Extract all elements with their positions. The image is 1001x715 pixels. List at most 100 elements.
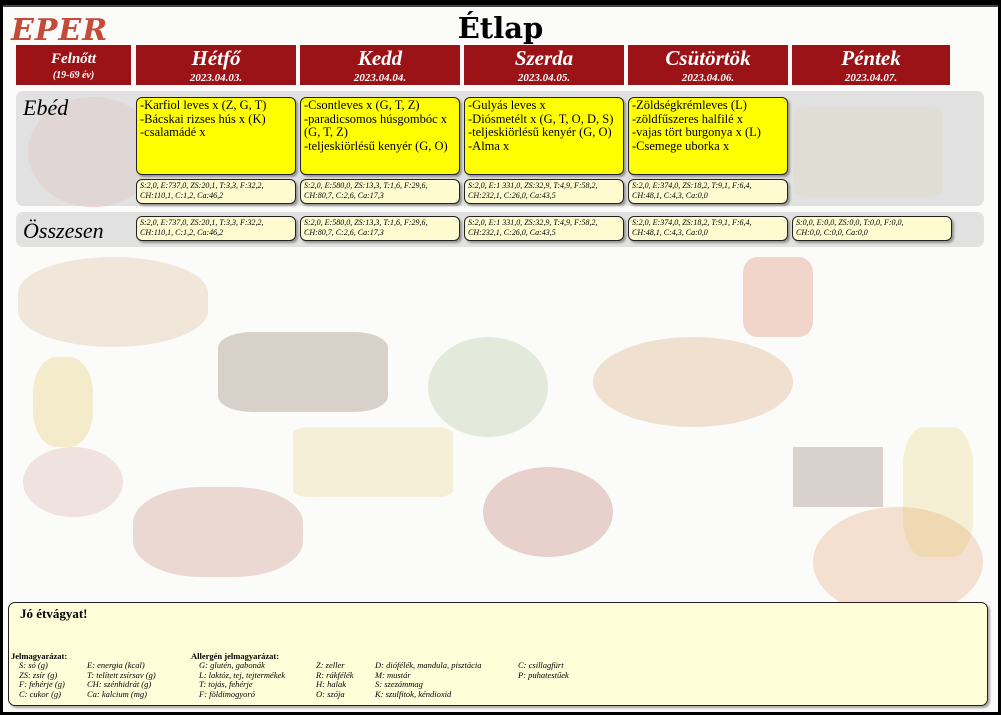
allergen-column-2: Z: zeller R: rákfélék H: halak O: szója xyxy=(316,660,354,699)
rye-bread-image xyxy=(218,332,388,412)
menu-item: -vajas tört burgonya x (L) xyxy=(632,125,761,140)
legend-item: T: telített zsírsav (g) xyxy=(87,669,156,680)
legend-title: Jelmagyarázat: xyxy=(11,651,68,661)
nutrition-line: CH:80,7, C:2,6, Ca:17,3 xyxy=(304,228,384,237)
legend-item: CH: szénhidrát (g) xyxy=(87,679,152,689)
nutrition-line: S:2,0, E:737,0, ZS:20,1, T:3,3, F:32,2, xyxy=(140,218,264,227)
legend-item: E: energia (kcal) xyxy=(87,660,145,670)
nutrition-line: S:2,0, E:1 331,0, ZS:32,9, T:4,9, F:58,2… xyxy=(468,181,598,190)
bottle-image xyxy=(903,427,973,557)
day-name: Szerda xyxy=(514,46,574,70)
nutrition-line: CH:48,1, C:4,3, Ca:0,0 xyxy=(632,191,708,200)
nutrition-line: S:2,0, E:374,0, ZS:18,2, T:9,1, F:6,4, xyxy=(632,181,752,190)
day-date: 2023.04.05. xyxy=(517,72,571,84)
nutrition-line: S:2,0, E:737,0, ZS:20,1, T:3,3, F:32,2, xyxy=(140,181,264,190)
legend-item: S: só (g) xyxy=(19,660,48,670)
total-label: Összesen xyxy=(23,218,104,243)
legend-item: ZS: zsír (g) xyxy=(19,669,58,680)
allergen-item: L: laktóz, tej, tejtermékek xyxy=(199,669,286,680)
nutrition-line: S:2,0, E:580,0, ZS:13,3, T:1,6, F:29,6, xyxy=(304,181,428,190)
allergen-item: D: diófélék, mandula, pisztácia xyxy=(375,660,482,670)
allergen-item: Z: zeller xyxy=(316,660,345,670)
lunch-nutrition-thursday: S:2,0, E:374,0, ZS:18,2, T:9,1, F:6,4, C… xyxy=(628,179,788,204)
day-name: Csütörtök xyxy=(665,46,751,70)
nutrition-line: CH:110,1, C:1,2, Ca:46,2 xyxy=(140,228,224,237)
age-group-label: Felnőtt xyxy=(50,51,96,67)
day-name: Péntek xyxy=(841,46,901,70)
day-name: Kedd xyxy=(357,46,403,70)
allergen-item: T: tojás, fehérje xyxy=(199,679,253,689)
lunch-nutrition-wednesday: S:2,0, E:1 331,0, ZS:32,9, T:4,9, F:58,2… xyxy=(464,179,624,204)
nutrition-line: CH:110,1, C:1,2, Ca:46,2 xyxy=(140,191,224,200)
allergen-item: K: szulfitok, kéndioxid xyxy=(375,688,452,699)
day-header-thursday: Csütörtök 2023.04.06. xyxy=(628,45,788,85)
total-nutrition-wednesday: S:2,0, E:1 331,0, ZS:32,9, T:4,9, F:58,2… xyxy=(464,216,624,241)
day-header-tuesday: Kedd 2023.04.04. xyxy=(300,45,460,85)
sausage-image xyxy=(483,467,613,557)
meat-image xyxy=(133,487,303,577)
day-date: 2023.04.06. xyxy=(681,72,735,84)
menu-item: -Csemege uborka x xyxy=(632,138,730,153)
lunch-nutrition-monday: S:2,0, E:737,0, ZS:20,1, T:3,3, F:32,2, … xyxy=(136,179,296,204)
menu-item: -Diósmetélt x (G, T, O, D, S) xyxy=(468,111,614,126)
nutrition-line: S:0,0, E:0,0, ZS:0,0, T:0,0, F:0,0, xyxy=(796,218,904,227)
lunch-nutrition-tuesday: S:2,0, E:580,0, ZS:13,3, T:1,6, F:29,6, … xyxy=(300,179,460,204)
menu-item: (G, T, Z) xyxy=(304,125,348,140)
chocolate-image xyxy=(793,447,883,507)
allergen-item: F: földimogyoró xyxy=(199,688,255,699)
pizza-image xyxy=(813,507,983,617)
lunch-label: Ebéd xyxy=(23,95,69,120)
nutrition-line: S:2,0, E:1 331,0, ZS:32,9, T:4,9, F:58,2… xyxy=(468,218,598,227)
day-header-monday: Hétfő 2023.04.03. xyxy=(136,45,296,85)
allergen-item: P: puhatestűek xyxy=(518,669,569,680)
allergen-legend-title: Allergén jelmagyarázat: xyxy=(191,651,280,661)
day-date: 2023.04.04. xyxy=(353,72,407,84)
greeting: Jó étvágyat! xyxy=(20,606,88,621)
lunch-menu-wednesday: -Gulyás leves x -Diósmetélt x (G, T, O, … xyxy=(464,97,624,175)
allergen-item: H: halak xyxy=(316,679,346,689)
total-nutrition-friday: S:0,0, E:0,0, ZS:0,0, T:0,0, F:0,0, CH:0… xyxy=(792,216,952,241)
allergen-column-1: G: glutén, gabonák L: laktóz, tej, tejte… xyxy=(199,660,286,699)
buns-image xyxy=(593,337,793,427)
menu-item: -teljeskiörlésű kenyér (G, O) xyxy=(304,138,448,153)
bread-image xyxy=(18,257,208,347)
allergen-item: M: mustár xyxy=(375,669,411,680)
allergen-item: R: rákfélék xyxy=(316,669,354,680)
legend-column-2: E: energia (kcal) T: telített zsírsav (g… xyxy=(87,660,156,699)
allergen-column-4: C: csillagfürt P: puhatestűek xyxy=(518,660,569,680)
day-name: Hétfő xyxy=(191,46,241,70)
allergen-item: C: csillagfürt xyxy=(518,660,564,670)
menu-item: -csalamádé x xyxy=(140,125,206,140)
total-nutrition-monday: S:2,0, E:737,0, ZS:20,1, T:3,3, F:32,2, … xyxy=(136,216,296,241)
lunch-menu-tuesday: -Csontleves x (G, T, Z) -paradicsomos hú… xyxy=(300,97,460,175)
legend-item: C: cukor (g) xyxy=(19,688,62,699)
nutrition-line: CH:232,1, C:26,0, Ca:43,5 xyxy=(468,228,556,237)
menu-item: -Gulyás leves x xyxy=(468,98,546,112)
day-date: 2023.04.07. xyxy=(844,72,898,84)
jar-image xyxy=(743,257,813,337)
ham-image xyxy=(23,447,123,517)
oil-bottle-image xyxy=(33,357,93,447)
allergen-item: G: glutén, gabonák xyxy=(199,660,265,670)
menu-item: -zöldfűszeres halfilé x xyxy=(632,111,744,126)
menu-item: -teljeskiörlésű kenyér (G, O) xyxy=(468,125,612,140)
total-nutrition-tuesday: S:2,0, E:580,0, ZS:13,3, T:1,6, F:29,6, … xyxy=(300,216,460,241)
day-date: 2023.04.03. xyxy=(189,72,243,84)
menu-item: -paradicsomos húsgombóc x xyxy=(304,111,448,126)
pasta-image xyxy=(293,427,453,497)
legend-item: Ca: kalcium (mg) xyxy=(87,688,147,699)
menu-item: -Bácskai rizses hús x (K) xyxy=(140,111,266,126)
menu-item: -Karfiol leves x (Z, G, T) xyxy=(140,98,267,112)
day-header-wednesday: Szerda 2023.04.05. xyxy=(464,45,624,85)
nutrition-line: CH:80,7, C:2,6, Ca:17,3 xyxy=(304,191,384,200)
allergen-item: S: szezámmag xyxy=(375,679,423,689)
day-header-friday: Péntek 2023.04.07. xyxy=(792,45,950,85)
legend-item: F: fehérje (g) xyxy=(19,679,65,689)
nutrition-line: S:2,0, E:580,0, ZS:13,3, T:1,6, F:29,6, xyxy=(304,218,428,227)
nutrition-line: CH:0,0, C:0,0, Ca:0,0 xyxy=(796,228,868,237)
eper-logo: EPER xyxy=(11,13,109,48)
age-group-header: Felnőtt (19-69 év) xyxy=(16,45,131,85)
nutrition-line: CH:48,1, C:4,3, Ca:0,0 xyxy=(632,228,708,237)
age-group-range: (19-69 év) xyxy=(52,70,95,81)
total-nutrition-thursday: S:2,0, E:374,0, ZS:18,2, T:9,1, F:6,4, C… xyxy=(628,216,788,241)
